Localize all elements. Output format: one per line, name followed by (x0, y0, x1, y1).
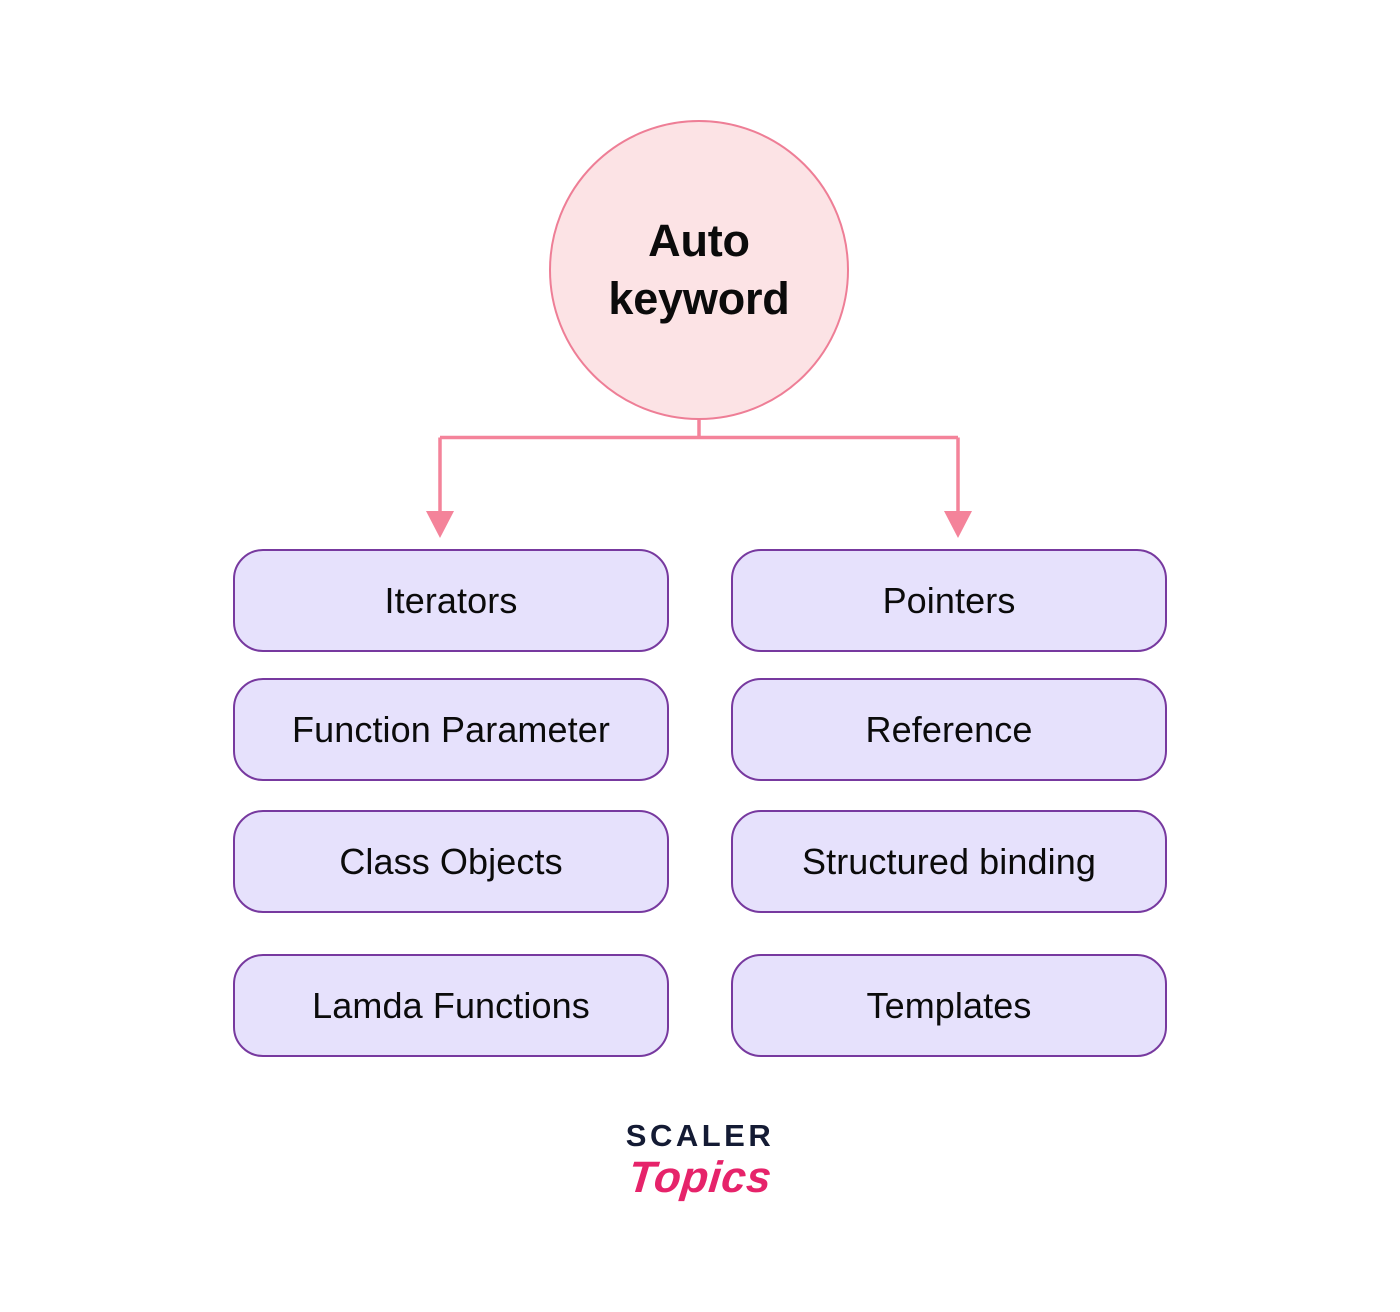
leaf-node-label: Iterators (384, 579, 518, 621)
arrowhead-left-icon (426, 511, 454, 538)
leaf-node-iterators[interactable]: Iterators (233, 549, 669, 652)
scaler-topics-logo: SCALER Topics (0, 1118, 1400, 1202)
leaf-node-label: Structured binding (802, 840, 1096, 882)
leaf-node-templates[interactable]: Templates (731, 954, 1167, 1057)
logo-wordmark-scaler: SCALER (625, 1118, 775, 1153)
leaf-node-label: Function Parameter (292, 708, 610, 750)
root-node-label: Auto keyword (608, 215, 790, 324)
leaf-node-label: Lamda Functions (312, 984, 590, 1026)
root-node-auto-keyword[interactable]: Auto keyword (549, 120, 849, 420)
leaf-node-structured-binding[interactable]: Structured binding (731, 810, 1167, 913)
leaf-node-label: Class Objects (339, 840, 563, 882)
leaf-node-label: Pointers (882, 579, 1016, 621)
leaf-node-lamda-functions[interactable]: Lamda Functions (233, 954, 669, 1057)
leaf-node-pointers[interactable]: Pointers (731, 549, 1167, 652)
leaf-node-class-objects[interactable]: Class Objects (233, 810, 669, 913)
leaf-node-label: Reference (865, 708, 1033, 750)
leaf-node-reference[interactable]: Reference (731, 678, 1167, 781)
leaf-node-label: Templates (866, 984, 1032, 1026)
arrowhead-right-icon (944, 511, 972, 538)
leaf-node-function-parameter[interactable]: Function Parameter (233, 678, 669, 781)
logo-wordmark-topics: Topics (625, 1153, 775, 1202)
